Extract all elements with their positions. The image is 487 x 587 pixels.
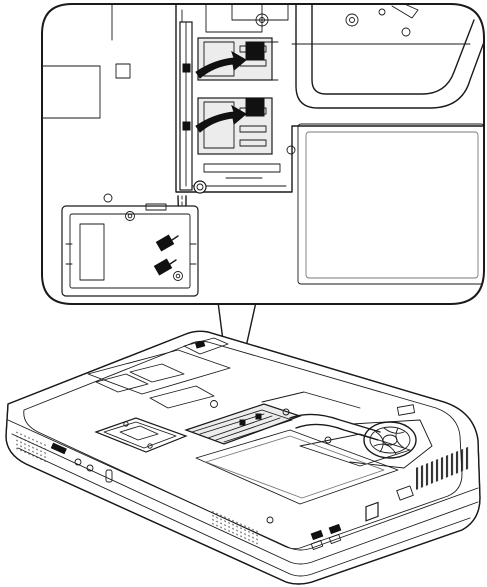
memory-module-marker-upper <box>246 42 264 60</box>
laptop-body <box>6 331 480 584</box>
magnified-callout <box>42 2 484 304</box>
memory-module-marker-lower <box>246 98 264 116</box>
wireless-card-compartment <box>62 204 198 296</box>
